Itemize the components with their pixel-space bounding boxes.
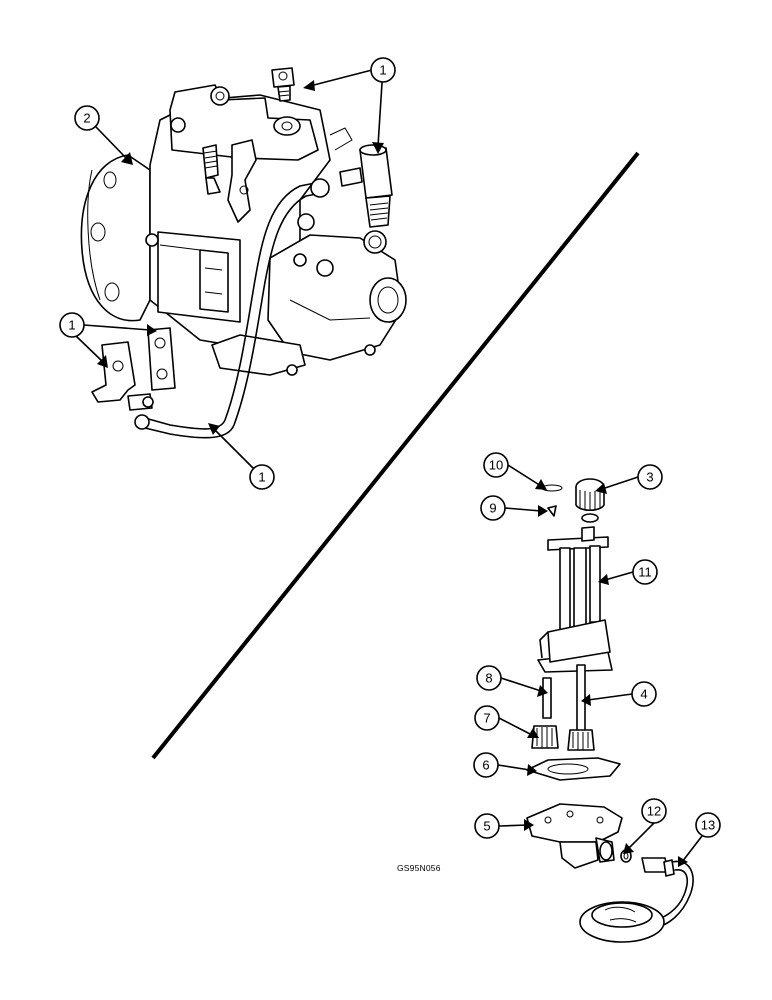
callout-6: 6 — [473, 752, 499, 778]
callout-9: 9 — [480, 495, 506, 521]
callout-2: 2 — [74, 105, 100, 131]
leader-arrowheads — [97, 80, 688, 867]
callout-7: 7 — [474, 705, 500, 731]
callout-12: 12 — [641, 798, 667, 824]
svg-text:1: 1 — [68, 318, 75, 333]
callout-1-left: 1 — [59, 312, 85, 338]
svg-text:1: 1 — [258, 470, 265, 485]
divider-line — [151, 151, 640, 760]
callout-3: 3 — [637, 464, 663, 490]
svg-text:5: 5 — [483, 819, 490, 834]
callout-13: 13 — [695, 812, 721, 838]
callout-8: 8 — [476, 665, 502, 691]
svg-text:10: 10 — [489, 458, 503, 473]
callout-4: 4 — [631, 681, 657, 707]
svg-text:9: 9 — [489, 501, 496, 516]
svg-text:12: 12 — [647, 804, 661, 819]
callout-5: 5 — [474, 813, 500, 839]
callout-11: 11 — [632, 559, 658, 585]
svg-text:2: 2 — [83, 111, 90, 126]
svg-text:11: 11 — [638, 565, 652, 580]
injection-pump-illustration — [80, 67, 407, 439]
svg-text:6: 6 — [482, 758, 489, 773]
callout-1-bottom: 1 — [249, 464, 275, 490]
svg-text:3: 3 — [646, 470, 653, 485]
drawing-id: GS95N056 — [397, 863, 441, 873]
callout-10: 10 — [483, 452, 509, 478]
svg-text:4: 4 — [640, 687, 647, 702]
svg-text:7: 7 — [483, 711, 490, 726]
svg-text:1: 1 — [379, 63, 386, 78]
svg-text:8: 8 — [485, 671, 492, 686]
svg-text:13: 13 — [701, 818, 715, 833]
leader-lines — [74, 69, 703, 863]
callout-1-top: 1 — [370, 57, 396, 83]
exploded-parts-illustration — [526, 478, 694, 943]
